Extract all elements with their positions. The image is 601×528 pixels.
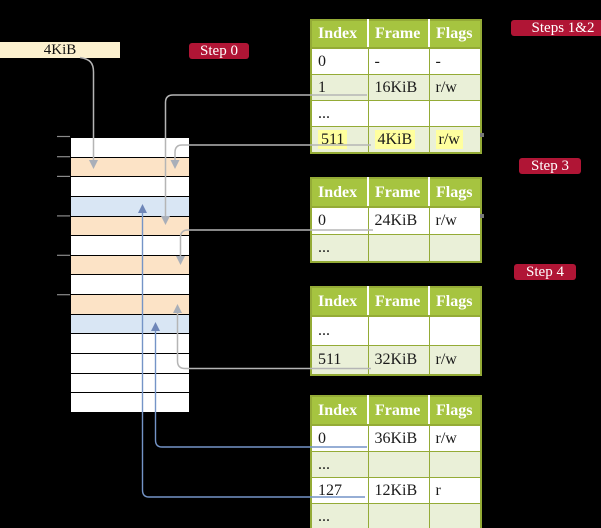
header-index: Index [311, 20, 368, 49]
cell-index: 511 [310, 126, 369, 154]
highlight-text: r/w [435, 129, 463, 149]
table-row: ... [310, 451, 482, 478]
header-flags: Flags [428, 20, 481, 49]
table-header-row: Index Frame Flags [311, 178, 481, 208]
memory-frame-row-9 [71, 314, 189, 335]
memory-frame-row-8 [71, 295, 189, 315]
table-row: ... [310, 100, 482, 127]
page-table-level-1: Index Frame Flags 0 36KiB r/w ... 127 12… [310, 395, 482, 528]
table-row: 0 36KiB r/w [310, 424, 482, 452]
table-row: 0 24KiB r/w [310, 206, 482, 235]
header-frame: Frame [367, 178, 429, 208]
header-index: Index [311, 287, 368, 317]
cell-flags [428, 503, 482, 528]
cell-frame: - [367, 47, 430, 75]
highlight-text: 4KiB [374, 129, 416, 149]
badge-steps-1-2: Steps 1&2 [511, 20, 601, 36]
cell-frame [367, 315, 430, 346]
cell-flags: r/w [428, 126, 482, 154]
badge-step-3: Step 3 [519, 158, 581, 174]
table-header-row: Index Frame Flags [311, 396, 481, 426]
cell-flags: r/w [428, 74, 482, 101]
page-table-step-4: Index Frame Flags ... 511 32KiB r/w [310, 286, 482, 376]
cell-flags: r/w [428, 345, 482, 376]
table-row: 0 - - [310, 47, 482, 75]
memory-frame-row-1 [71, 157, 189, 178]
header-frame: Frame [367, 20, 429, 49]
badge-step-4: Step 4 [514, 264, 576, 280]
cell-index: ... [310, 234, 369, 263]
cell-index: 0 [310, 206, 369, 235]
cell-flags [428, 234, 482, 263]
frame-address-label: 4KiB [0, 42, 120, 58]
cell-frame: 32KiB [367, 345, 430, 376]
memory-frame-row-7 [71, 275, 189, 296]
table-row: ... [310, 503, 482, 528]
cell-frame: 4KiB [367, 126, 430, 154]
cell-frame [367, 100, 430, 127]
table-row-highlighted: 511 4KiB r/w [310, 126, 482, 154]
cell-frame: 36KiB [367, 424, 430, 452]
memory-frame-row-12 [71, 373, 189, 394]
cell-flags: r [428, 477, 482, 504]
header-frame: Frame [367, 287, 429, 317]
cell-index: 127 [310, 477, 369, 504]
cell-index: ... [310, 315, 369, 346]
table-header-row: Index Frame Flags [311, 20, 481, 49]
memory-frame-row-13 [71, 393, 189, 412]
header-flags: Flags [428, 396, 481, 426]
memory-frame-row-11 [71, 354, 189, 374]
memory-frame-row-2 [71, 177, 189, 197]
cell-index: ... [310, 451, 369, 478]
memory-frame-row-3 [71, 196, 189, 217]
memory-frame-row-10 [71, 334, 189, 355]
table-row: 511 32KiB r/w [310, 345, 482, 376]
highlight-text: 511 [318, 129, 348, 149]
memory-tick-marks [57, 135, 70, 296]
page-table-steps-1-2: Index Frame Flags 0 - - 1 16KiB r/w ... … [310, 19, 482, 154]
cell-flags: - [428, 47, 482, 75]
cell-flags [428, 100, 482, 127]
memory-frame-row-0 [71, 138, 189, 158]
cell-index: ... [310, 100, 369, 127]
cell-index: 0 [310, 47, 369, 75]
memory-frame-row-5 [71, 236, 189, 256]
cell-index: 0 [310, 424, 369, 452]
cell-index: ... [310, 503, 369, 528]
table-header-row: Index Frame Flags [311, 287, 481, 317]
badge-step-0: Step 0 [189, 43, 249, 59]
header-index: Index [311, 396, 368, 426]
table-row: 1 16KiB r/w [310, 74, 482, 101]
cell-flags [428, 315, 482, 346]
memory-column [70, 137, 190, 413]
cell-frame [367, 503, 430, 528]
cell-flags: r/w [428, 206, 482, 235]
cell-frame [367, 451, 430, 478]
cell-flags [428, 451, 482, 478]
memory-frame-row-6 [71, 255, 189, 276]
header-frame: Frame [367, 396, 429, 426]
cell-frame: 24KiB [367, 206, 430, 235]
cell-index: 511 [310, 345, 369, 376]
cell-frame: 16KiB [367, 74, 430, 101]
memory-frame-row-4 [71, 216, 189, 237]
cell-index: 1 [310, 74, 369, 101]
cell-frame [367, 234, 430, 263]
cell-flags: r/w [428, 424, 482, 452]
header-flags: Flags [428, 178, 481, 208]
table-row: ... [310, 234, 482, 263]
header-index: Index [311, 178, 368, 208]
table-row: 127 12KiB r [310, 477, 482, 504]
header-flags: Flags [428, 287, 481, 317]
cell-frame: 12KiB [367, 477, 430, 504]
table-row: ... [310, 315, 482, 346]
page-table-step-3: Index Frame Flags 0 24KiB r/w ... [310, 177, 482, 263]
